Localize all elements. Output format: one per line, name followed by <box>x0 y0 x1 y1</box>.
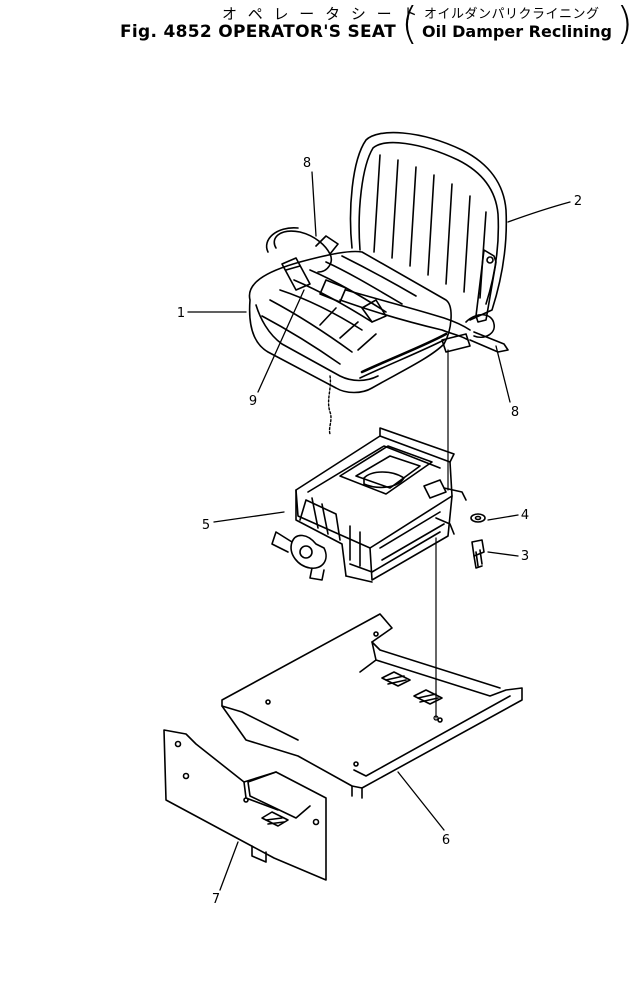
title-japanese: オ ペ レ ー タ シ ー ト <box>222 5 421 23</box>
callout-3: 3 <box>521 549 529 564</box>
seat-floor-plate <box>221 613 523 799</box>
callout-leaders <box>187 171 571 891</box>
recline-lever <box>441 249 509 353</box>
callout-9: 9 <box>249 394 257 409</box>
callout-8-top: 8 <box>303 156 311 171</box>
seat-suspension-assembly <box>295 427 467 583</box>
side-cover-plate <box>163 729 327 881</box>
callout-5: 5 <box>202 518 210 533</box>
callout-7: 7 <box>212 892 220 907</box>
callout-2: 2 <box>574 194 582 209</box>
figure-header: オ ペ レ ー タ シ ー ト ( オイルダンパリクライニング ) Fig. 4… <box>0 0 631 50</box>
close-parenthesis: ) <box>616 2 631 46</box>
seat-backrest <box>349 131 508 321</box>
assembly-center-lines <box>433 349 449 721</box>
callout-1: 1 <box>177 306 185 321</box>
seat-cable <box>327 375 332 435</box>
washer <box>470 513 486 523</box>
callout-4: 4 <box>521 508 529 523</box>
seat-cushion <box>248 250 452 394</box>
seat-belt <box>265 227 471 341</box>
callout-8-bottom: 8 <box>511 405 519 420</box>
open-parenthesis: ( <box>401 0 419 49</box>
bolt <box>471 539 485 569</box>
figure-title: Fig. 4852 OPERATOR'S SEAT <box>120 22 396 42</box>
subtitle-japanese: オイルダンパリクライニング <box>424 7 600 22</box>
adjustment-knob <box>271 531 327 581</box>
subtitle-english: Oil Damper Reclining <box>422 22 612 41</box>
callout-6: 6 <box>442 833 450 848</box>
